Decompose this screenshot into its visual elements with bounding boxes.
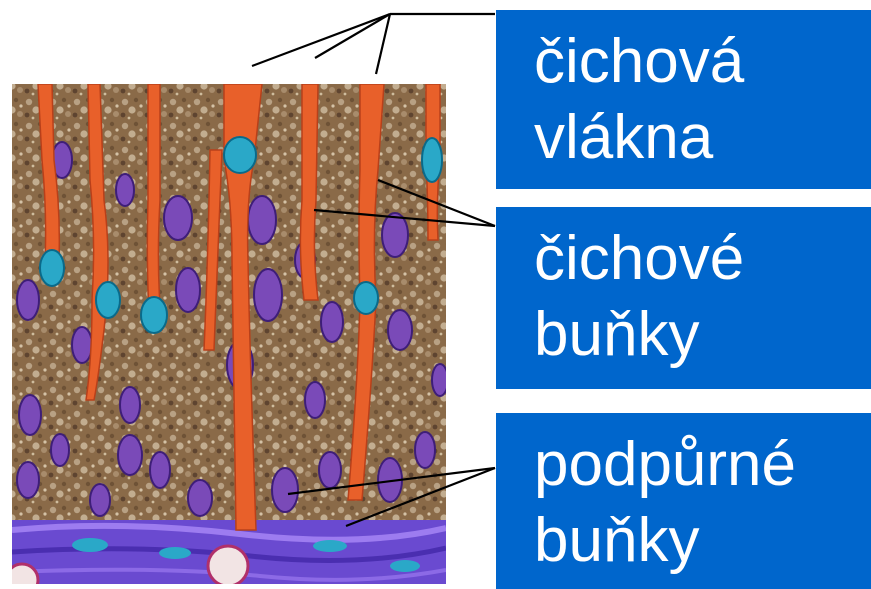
label-line: buňky [534, 297, 871, 373]
label-line: čichová [534, 24, 871, 100]
supporting-cells-label: podpůrné buňky [496, 413, 871, 589]
olfactory-fibers-label: čichová vlákna [496, 10, 871, 189]
olfactory-cells-label: čichové buňky [496, 207, 871, 389]
label-line: čichové [534, 221, 871, 297]
basal-layer [6, 520, 446, 589]
label-line: buňky [534, 503, 871, 579]
label-line: podpůrné [534, 427, 871, 503]
label-line: vlákna [534, 100, 871, 176]
